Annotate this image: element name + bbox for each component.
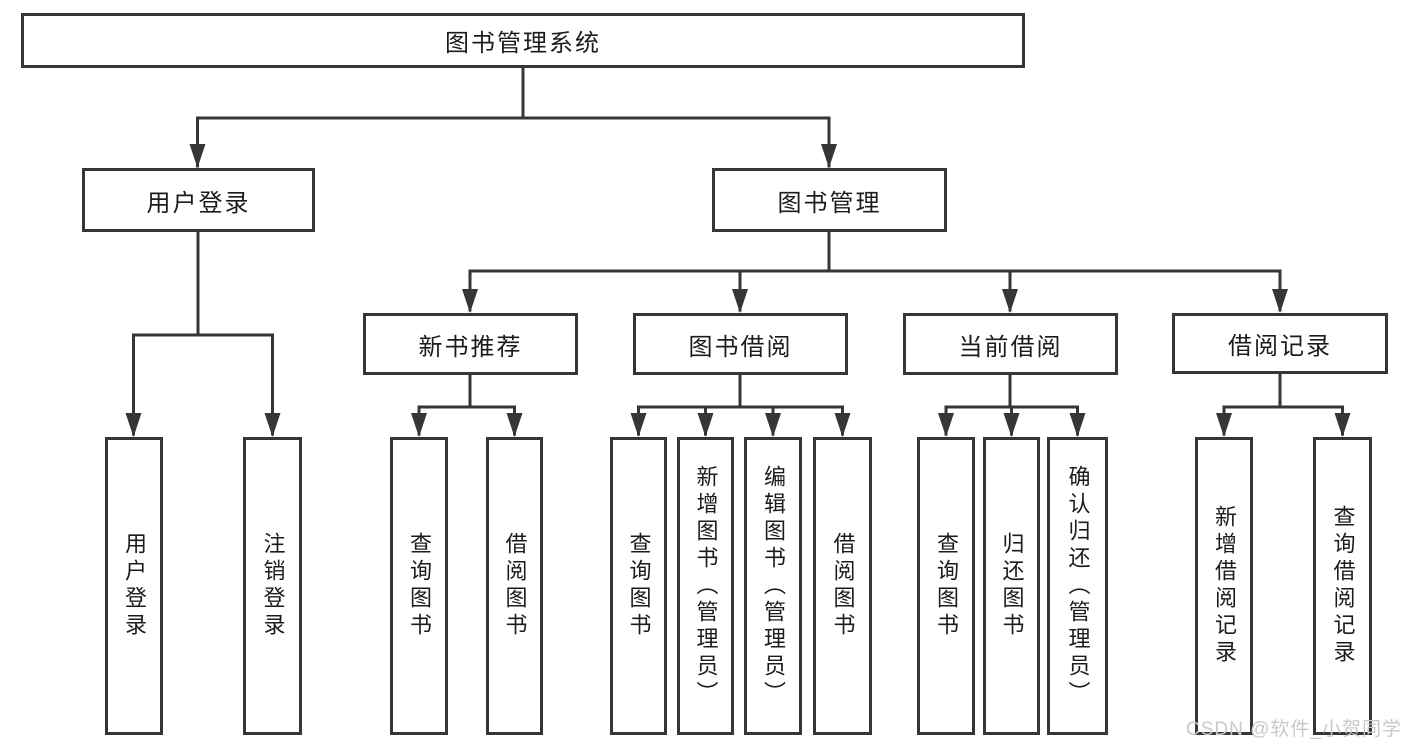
leaf-borrow-borrow-label: 借阅图书: [830, 532, 856, 640]
leaf-current-confirm-admin: 确认归还（管理员）: [1047, 437, 1108, 735]
leaf-records-add-label: 新增借阅记录: [1212, 505, 1237, 667]
leaf-borrow-add-admin: 新增图书（管理员）: [677, 437, 734, 735]
leaf-borrow-query: 查询图书: [610, 437, 667, 735]
leaf-borrow-borrow: 借阅图书: [813, 437, 872, 735]
leaf-new-books-query: 查询图书: [390, 437, 448, 735]
node-borrow-records: 借阅记录: [1172, 313, 1388, 374]
node-book-borrow: 图书借阅: [633, 313, 848, 375]
leaf-current-query: 查询图书: [917, 437, 975, 735]
node-root: 图书管理系统: [21, 13, 1025, 68]
node-user-login: 用户登录: [82, 168, 315, 232]
node-root-label: 图书管理系统: [445, 30, 601, 57]
node-current-borrow-label: 当前借阅: [958, 333, 1063, 361]
leaf-logout-label: 注销登录: [260, 532, 286, 640]
connector-current-to-leaves: [938, 371, 1086, 437]
leaf-borrow-edit-admin: 编辑图书（管理员）: [744, 437, 802, 735]
node-current-borrow: 当前借阅: [903, 313, 1118, 375]
leaf-user-login-label: 用户登录: [122, 532, 147, 640]
leaf-borrow-query-label: 查询图书: [626, 532, 652, 640]
leaf-borrow-add-admin-label: 新增图书（管理员）: [693, 464, 719, 708]
leaf-current-query-label: 查询图书: [934, 532, 959, 640]
connector-new-books-to-leaves: [411, 371, 523, 437]
leaf-borrow-edit-admin-label: 编辑图书（管理员）: [761, 464, 786, 708]
watermark: CSDN @软件_小贺同学: [1186, 719, 1402, 740]
leaf-records-add: 新增借阅记录: [1195, 437, 1253, 735]
leaf-current-return: 归还图书: [983, 437, 1040, 735]
leaf-user-login: 用户登录: [105, 437, 163, 735]
node-new-books: 新书推荐: [363, 313, 578, 375]
node-book-mgmt-label: 图书管理: [777, 189, 882, 217]
leaf-new-books-borrow-label: 借阅图书: [502, 532, 528, 640]
connector-records-to-leaves: [1216, 370, 1351, 437]
leaf-logout: 注销登录: [243, 437, 302, 735]
node-book-mgmt: 图书管理: [712, 168, 947, 232]
leaf-new-books-borrow: 借阅图书: [486, 437, 543, 735]
node-book-borrow-label: 图书借阅: [688, 333, 793, 361]
node-new-books-label: 新书推荐: [418, 333, 523, 361]
leaf-records-query-label: 查询借阅记录: [1330, 505, 1356, 667]
connector-user-login-to-leaves: [125, 228, 281, 437]
node-user-login-label: 用户登录: [146, 189, 251, 217]
leaf-current-confirm-admin-label: 确认归还（管理员）: [1065, 464, 1091, 708]
connector-borrow-to-leaves: [630, 371, 851, 437]
leaf-new-books-query-label: 查询图书: [407, 532, 432, 640]
leaf-current-return-label: 归还图书: [999, 532, 1025, 640]
node-borrow-records-label: 借阅记录: [1228, 333, 1332, 360]
connector-root-to-level2: [189, 64, 837, 168]
leaf-records-query: 查询借阅记录: [1313, 437, 1372, 735]
connector-book-mgmt-to-level3: [462, 228, 1288, 313]
